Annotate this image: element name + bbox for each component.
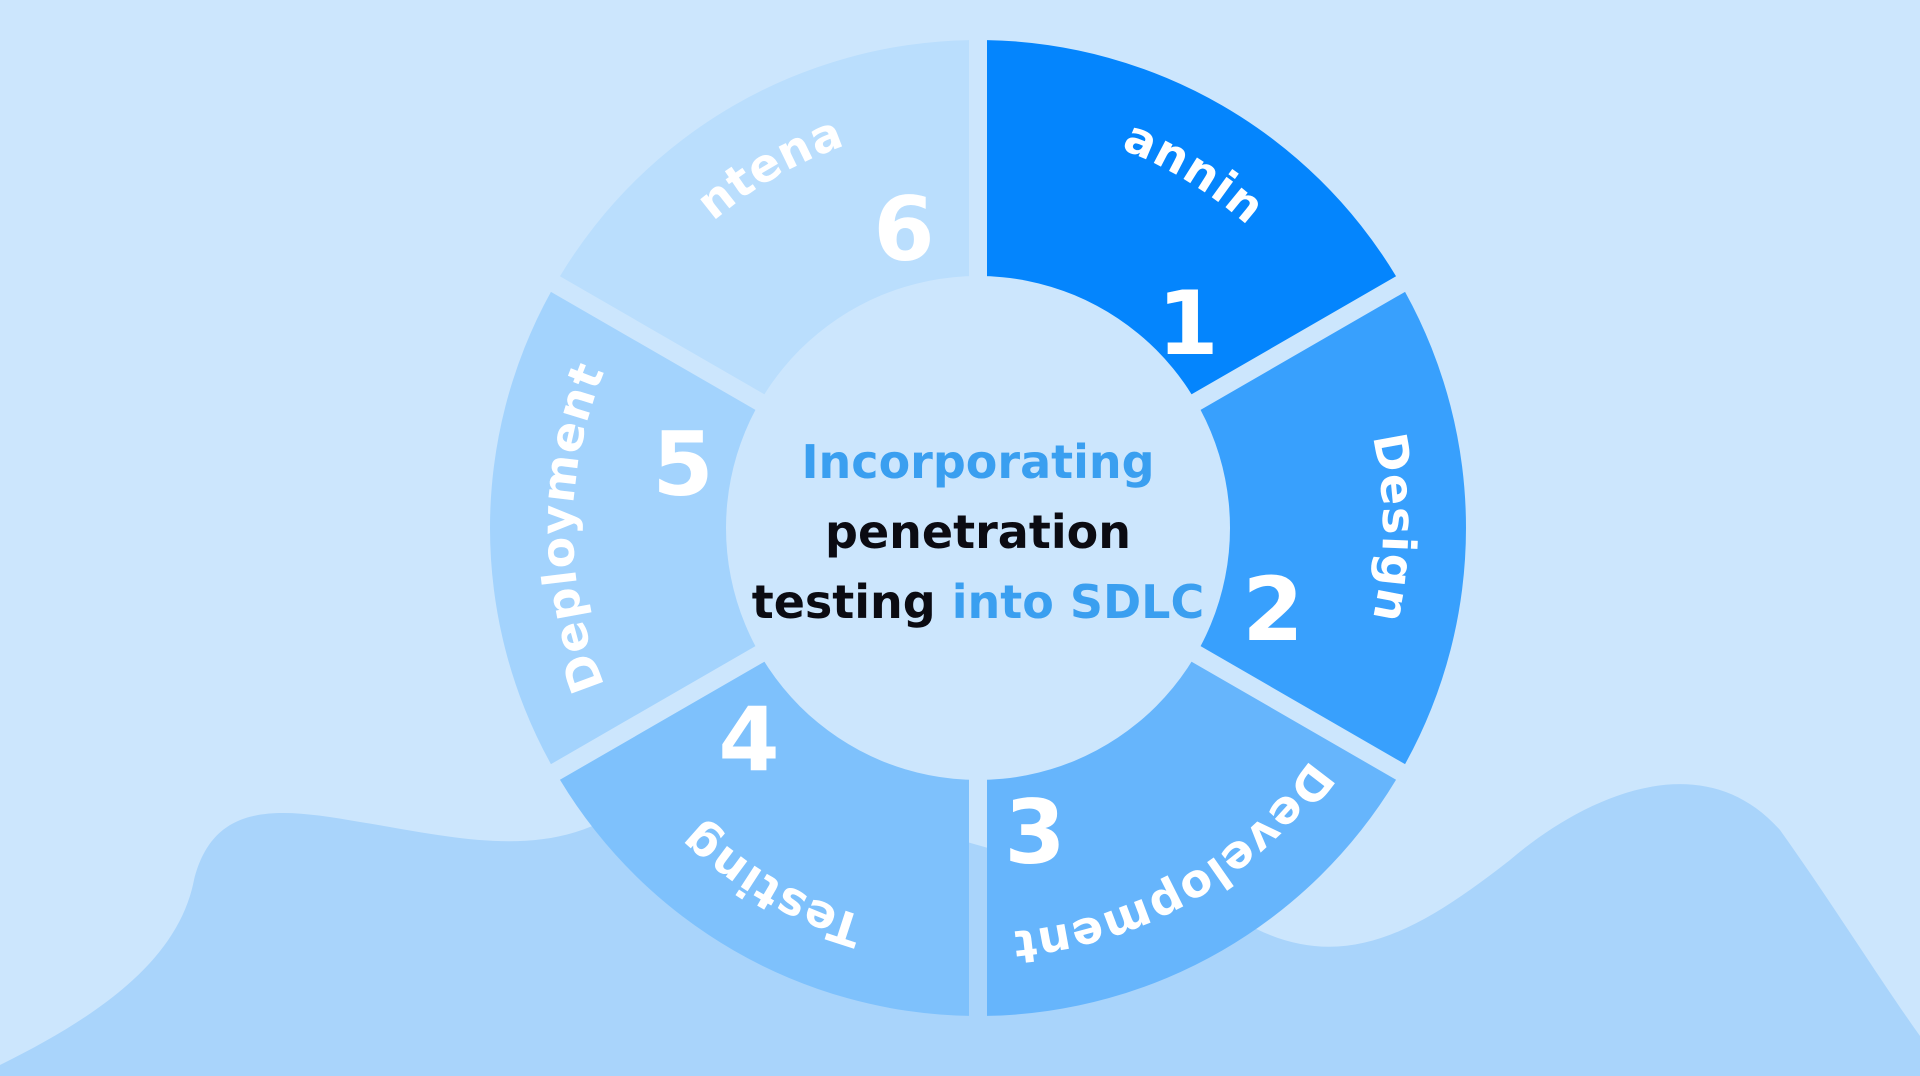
title-line-1: Incorporating bbox=[801, 435, 1154, 489]
phase-number-5: 5 bbox=[652, 413, 713, 516]
phase-segment-design bbox=[1190, 291, 1466, 765]
phase-number-3: 3 bbox=[1004, 781, 1065, 884]
phase-number-1: 1 bbox=[1157, 272, 1218, 375]
phase-number-6: 6 bbox=[873, 178, 934, 281]
title-line-3: testing into SDLC bbox=[752, 575, 1205, 629]
phase-number-4: 4 bbox=[718, 688, 779, 791]
center-disk bbox=[726, 276, 1230, 780]
title-line-3-blue: into SDLC bbox=[936, 575, 1205, 629]
title-line-2: penetration bbox=[825, 505, 1131, 559]
title-line-3-dark: testing bbox=[752, 575, 936, 629]
center-title: Incorporating penetration testing into S… bbox=[752, 435, 1205, 629]
phase-label-design: Design bbox=[1362, 429, 1426, 627]
phase-segment-deployment bbox=[490, 291, 766, 765]
phase-number-2: 2 bbox=[1242, 558, 1303, 661]
